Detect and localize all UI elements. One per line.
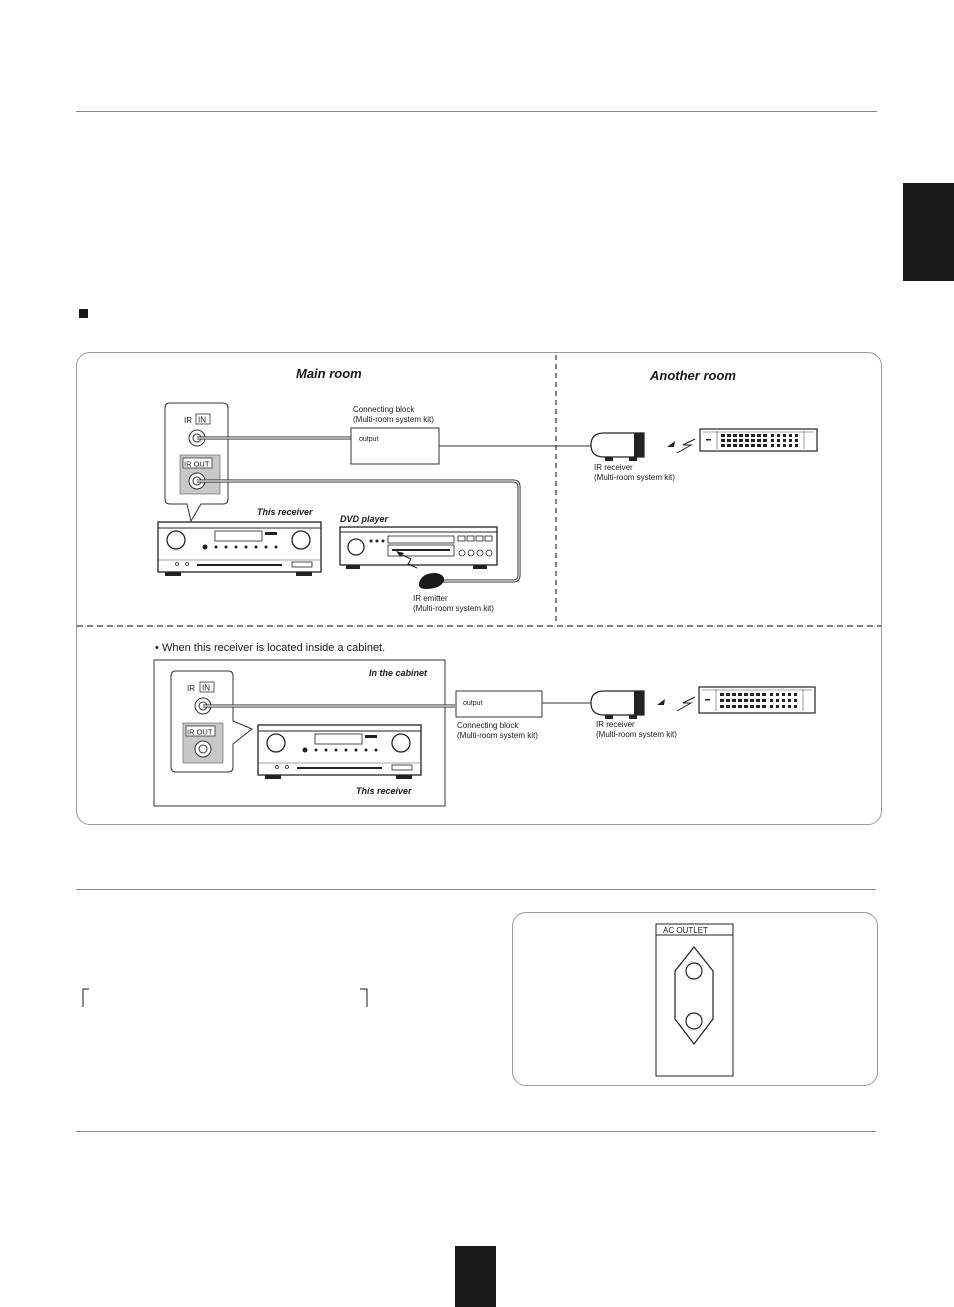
ir-emitter-label: IR emitter bbox=[413, 594, 448, 603]
page-number-tab bbox=[455, 1246, 496, 1307]
this-receiver-label: This receiver bbox=[257, 507, 313, 517]
side-language-tab bbox=[903, 183, 954, 281]
in-label: IN bbox=[198, 416, 206, 425]
ac-outlet-illustration: AC OUTLET bbox=[655, 923, 734, 1077]
ir-receiver-kit: (Multi-room system kit) bbox=[594, 473, 675, 482]
main-room-title: Main room bbox=[296, 366, 362, 381]
cabinet-ir-jack-callout: IR IN IR OUT bbox=[170, 670, 253, 773]
outlet-socket-top bbox=[685, 962, 703, 980]
cabinet-remote-control-icon bbox=[698, 686, 816, 714]
connecting-block-output: output bbox=[359, 436, 379, 443]
empty-bracket bbox=[82, 988, 368, 1007]
outlet-face bbox=[674, 946, 714, 1045]
cabinet-ir-beam-icon bbox=[676, 696, 696, 712]
ac-outlet-panel: AC OUTLET bbox=[512, 912, 878, 1086]
connection-diagram-panel: Main room Another room IR IN IR OUT Conn… bbox=[76, 352, 882, 825]
cabinet-ir-out-label: IR OUT bbox=[187, 728, 213, 737]
cabinet-ir-receiver bbox=[590, 690, 645, 719]
dvd-player bbox=[339, 526, 498, 569]
cabinet-connecting-block bbox=[455, 690, 543, 718]
outlet-socket-bottom bbox=[685, 1012, 703, 1030]
cabinet-ir-label: IR bbox=[187, 684, 195, 693]
ir-emitter-kit: (Multi-room system kit) bbox=[413, 604, 494, 613]
ir-beam-icon bbox=[676, 438, 696, 454]
cabinet-note-bullet: • bbox=[155, 642, 159, 654]
cabinet-in-label: IN bbox=[202, 684, 210, 693]
ir-jack-callout: IR IN IR OUT bbox=[164, 402, 229, 523]
middle-rule bbox=[76, 889, 876, 890]
top-rule bbox=[76, 111, 877, 112]
cabinet-ir-receiver-kit: (Multi-room system kit) bbox=[596, 730, 677, 739]
cabinet-connecting-block-output: output bbox=[463, 700, 483, 707]
ir-emitter bbox=[396, 551, 445, 589]
connection-diagram: Main room Another room IR IN IR OUT Conn… bbox=[77, 355, 881, 807]
cabinet-this-receiver-label: This receiver bbox=[356, 786, 412, 796]
in-the-cabinet-label: In the cabinet bbox=[369, 668, 428, 678]
ir-receiver-another-room bbox=[590, 432, 645, 461]
connecting-block bbox=[350, 427, 440, 465]
cabinet-note: When this receiver is located inside a c… bbox=[162, 642, 385, 654]
section-bullet bbox=[79, 309, 88, 318]
remote-control-icon bbox=[699, 428, 818, 452]
bottom-rule bbox=[76, 1131, 876, 1132]
cabinet-ir-receiver-label: IR receiver bbox=[596, 720, 635, 729]
another-room-title: Another room bbox=[649, 368, 736, 383]
ac-outlet-label: AC OUTLET bbox=[663, 926, 708, 935]
ir-in-label: IR bbox=[184, 416, 192, 425]
cabinet-connecting-block-label: Connecting block bbox=[457, 721, 519, 730]
ir-receiver-label: IR receiver bbox=[594, 463, 633, 472]
av-receiver-main bbox=[157, 521, 322, 576]
connecting-block-kit: (Multi-room system kit) bbox=[353, 415, 434, 424]
cabinet-connecting-block-kit: (Multi-room system kit) bbox=[457, 731, 538, 740]
dvd-player-label: DVD player bbox=[340, 514, 389, 524]
connecting-block-label: Connecting block bbox=[353, 405, 415, 414]
ir-out-label: IR OUT bbox=[184, 460, 210, 469]
av-receiver-cabinet bbox=[257, 724, 422, 779]
